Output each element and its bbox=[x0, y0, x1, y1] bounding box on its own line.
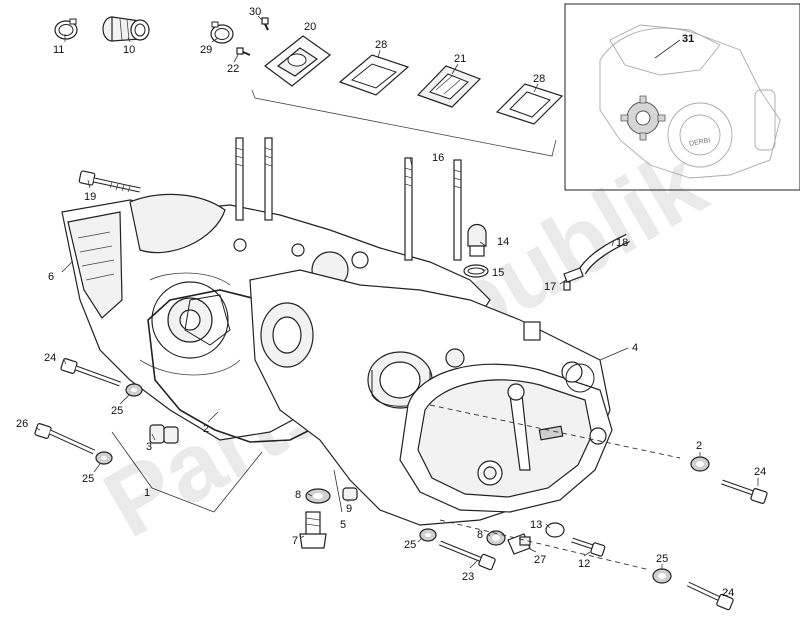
callout-3: 3 bbox=[146, 441, 152, 453]
washer-25b bbox=[95, 451, 113, 465]
callout-2a: 2 bbox=[203, 423, 209, 435]
o-ring-15 bbox=[463, 264, 489, 278]
gear-icon bbox=[620, 95, 666, 141]
oil-cap-14 bbox=[467, 223, 487, 257]
inset-engine-view: DERBI 31 bbox=[564, 3, 800, 191]
callout-20: 20 bbox=[304, 21, 316, 33]
callout-2b: 2 bbox=[696, 440, 702, 452]
callout-16: 16 bbox=[432, 152, 444, 164]
callout-31: 31 bbox=[682, 33, 694, 45]
callout-5: 5 bbox=[340, 519, 346, 531]
inset-logo-text: DERBI bbox=[689, 137, 711, 148]
screw-30 bbox=[261, 17, 269, 31]
callout-13: 13 bbox=[530, 519, 542, 531]
washer-25c bbox=[419, 528, 437, 542]
clutch-cover-4 bbox=[399, 361, 613, 513]
callout-6: 6 bbox=[48, 271, 54, 283]
gasket-28a bbox=[338, 54, 410, 96]
bolt-19 bbox=[78, 170, 141, 193]
callout-25d: 25 bbox=[656, 553, 668, 565]
clamp-11 bbox=[54, 18, 78, 40]
washer-25a bbox=[125, 383, 143, 397]
callout-30: 30 bbox=[249, 6, 261, 18]
screw-22 bbox=[236, 47, 251, 56]
callout-27: 27 bbox=[534, 554, 546, 566]
callout-24b: 24 bbox=[754, 466, 766, 478]
drain-plug-7 bbox=[299, 511, 327, 549]
callout-10: 10 bbox=[123, 44, 135, 56]
dowel-9 bbox=[342, 487, 358, 501]
intake-hose-10 bbox=[102, 16, 150, 42]
callout-labels: 11 10 29 30 22 20 28 21 28 19 6 16 14 15… bbox=[16, 6, 766, 599]
callout-25c: 25 bbox=[404, 539, 416, 551]
callout-4: 4 bbox=[632, 342, 638, 354]
reed-valve-21 bbox=[416, 65, 482, 108]
washer-25d bbox=[652, 568, 672, 584]
callout-7: 7 bbox=[292, 535, 298, 547]
bolt-24c bbox=[686, 581, 734, 611]
reed-cover-20 bbox=[264, 35, 331, 87]
callout-17: 17 bbox=[544, 281, 556, 293]
callout-26: 26 bbox=[16, 418, 28, 430]
studs-16 bbox=[404, 157, 462, 261]
bolt-12 bbox=[571, 537, 606, 557]
callout-23: 23 bbox=[462, 571, 474, 583]
gasket-28b bbox=[495, 83, 564, 125]
callout-8b: 8 bbox=[477, 529, 483, 541]
callout-14: 14 bbox=[497, 236, 509, 248]
washer-8b bbox=[486, 530, 506, 546]
callout-15: 15 bbox=[492, 267, 504, 279]
callout-24a: 24 bbox=[44, 352, 56, 364]
callout-11: 11 bbox=[53, 44, 64, 56]
callout-24c: 24 bbox=[722, 587, 734, 599]
callout-28b: 28 bbox=[533, 73, 545, 85]
callout-8a: 8 bbox=[295, 489, 301, 501]
dowel-3 bbox=[149, 424, 179, 444]
callout-19: 19 bbox=[84, 191, 96, 203]
callout-21: 21 bbox=[454, 53, 466, 65]
bolt-23 bbox=[439, 540, 496, 571]
callout-25b: 25 bbox=[82, 473, 94, 485]
leader-lines bbox=[35, 15, 759, 595]
bolt-24b bbox=[721, 479, 768, 504]
washer-13 bbox=[545, 522, 565, 538]
fitting-17 bbox=[563, 267, 584, 291]
studs-left bbox=[235, 137, 273, 221]
bolt-26 bbox=[34, 423, 96, 455]
washer-2-right bbox=[690, 456, 710, 472]
hose-18 bbox=[578, 233, 630, 275]
callout-25a: 25 bbox=[111, 405, 123, 417]
bolt-24a bbox=[60, 358, 121, 387]
clamp-29 bbox=[210, 21, 234, 44]
callout-9: 9 bbox=[346, 503, 352, 515]
plug-27 bbox=[507, 533, 531, 555]
callout-22: 22 bbox=[227, 63, 239, 75]
washer-8a bbox=[305, 488, 331, 504]
alignment-line-upper bbox=[429, 404, 681, 459]
callout-1: 1 bbox=[144, 487, 150, 499]
callout-29: 29 bbox=[200, 44, 212, 56]
callout-12: 12 bbox=[578, 558, 590, 570]
callout-18: 18 bbox=[616, 237, 628, 249]
callout-28a: 28 bbox=[375, 39, 387, 51]
